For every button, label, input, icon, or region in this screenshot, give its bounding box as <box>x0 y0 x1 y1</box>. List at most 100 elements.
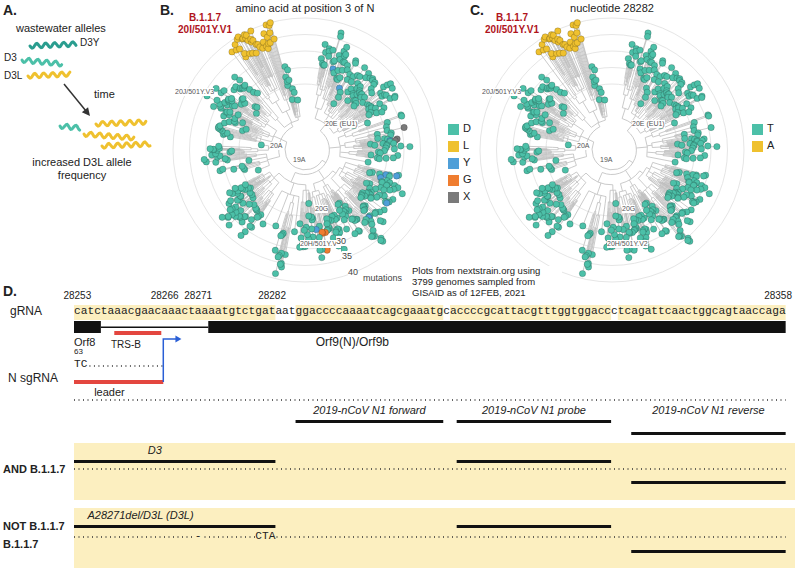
primer-bar <box>457 420 611 423</box>
tree-tip <box>273 223 279 229</box>
tree-tip <box>227 109 233 115</box>
tree-tip <box>372 142 378 148</box>
tree-tip <box>335 201 341 207</box>
tree-tip <box>549 181 555 187</box>
tree-tip <box>613 200 619 206</box>
tree-tip <box>546 163 552 169</box>
tree-tip <box>682 135 688 141</box>
tree-branches <box>511 23 717 274</box>
tree-tip <box>368 233 374 239</box>
ring <box>173 18 437 282</box>
tree-tip <box>399 113 405 119</box>
tree-tip <box>637 47 643 53</box>
tree-tip <box>638 101 644 107</box>
tree-tip <box>383 155 389 161</box>
gene-name: Orf9(N)/Orf9b <box>316 336 389 350</box>
tree-tip <box>398 143 404 149</box>
axis-number: 30 <box>336 236 346 246</box>
tree-tip <box>532 214 538 220</box>
primer-bar <box>296 420 444 423</box>
tree-tip <box>664 73 670 79</box>
tree-tip <box>533 190 539 196</box>
tree-tip <box>665 194 671 200</box>
tree-tip <box>361 64 367 70</box>
tree-tip <box>358 194 364 200</box>
tree-tip <box>248 216 254 222</box>
panel-letter: A. <box>3 2 17 18</box>
tree-tip <box>407 143 413 149</box>
arrow-head <box>82 107 90 116</box>
tree-tip <box>239 163 245 169</box>
tree-tip <box>673 112 679 118</box>
tree-tip <box>321 62 327 68</box>
tree-tip <box>343 226 349 232</box>
primer-bar <box>631 432 785 435</box>
clade-label: 20J/501Y.V3 <box>175 88 214 96</box>
tree-tip <box>375 135 381 141</box>
tree-tip <box>580 223 586 229</box>
tree-tip <box>567 221 573 227</box>
tree-tip <box>638 58 644 64</box>
tree-tip <box>271 36 277 42</box>
tree-tip <box>267 20 273 26</box>
tree-tip <box>337 33 343 39</box>
tree-tip <box>655 79 661 85</box>
tree-tip <box>369 233 375 239</box>
leader-bar <box>74 380 163 384</box>
tree-tip <box>696 85 702 91</box>
tree-tip <box>706 191 712 197</box>
tree-tip <box>379 109 385 115</box>
tree-tip <box>227 198 233 204</box>
ring <box>480 18 744 282</box>
panel-letter: B. <box>160 2 174 18</box>
tree-tip <box>668 207 674 213</box>
tree-tip <box>555 216 561 222</box>
legend-text: D <box>463 122 471 135</box>
tree-tip <box>352 231 358 237</box>
tree-tip <box>560 110 566 116</box>
tree-tip <box>626 254 632 260</box>
junction-arrow <box>163 339 176 382</box>
tree-tip <box>277 261 283 267</box>
tree-tip <box>272 247 278 253</box>
tree-tip <box>528 87 534 93</box>
tree-tip <box>391 146 397 152</box>
tree-tip <box>246 157 252 163</box>
tree-tip <box>297 221 303 227</box>
region-name: leader <box>94 386 125 399</box>
tree-tip <box>533 222 539 228</box>
tree-tip <box>352 60 358 66</box>
tree-tip <box>642 94 648 100</box>
arrow-head <box>175 336 181 343</box>
tree-tip <box>598 229 604 235</box>
tree-tip <box>627 62 633 68</box>
sequence-dots <box>74 468 786 469</box>
tree-tip <box>331 58 337 64</box>
tree-tip <box>267 30 273 36</box>
tree-tip <box>350 216 356 222</box>
assay-band: NOT B.1.1.7B.1.1.7A28271del/D3L (D3L)-CT… <box>74 508 795 568</box>
primer-name: 2019-nCoV N1 reverse <box>652 404 765 417</box>
primer-bar <box>74 525 275 528</box>
primer-bar <box>457 460 611 463</box>
tree-tip <box>284 67 290 73</box>
tree-tip <box>368 195 374 201</box>
tree-tip <box>239 120 245 126</box>
rna-strand <box>96 120 146 126</box>
tree-tip <box>254 214 260 220</box>
tree-tip <box>561 214 567 220</box>
axis-number: 35 <box>342 251 352 261</box>
tree-tip <box>657 216 663 222</box>
tree-tip <box>393 173 399 179</box>
tree-tip <box>679 142 685 148</box>
sequence: CTA <box>255 530 275 543</box>
tree-tip <box>228 95 234 101</box>
clade-label: B.1.1.7 <box>496 12 528 24</box>
tree-tip <box>706 113 712 119</box>
tree-tip <box>691 200 697 206</box>
tree-tip <box>349 216 355 222</box>
tree-tip <box>547 95 553 101</box>
tree-tip <box>255 167 261 173</box>
tree-tip <box>348 79 354 85</box>
tree-tip <box>306 213 312 219</box>
